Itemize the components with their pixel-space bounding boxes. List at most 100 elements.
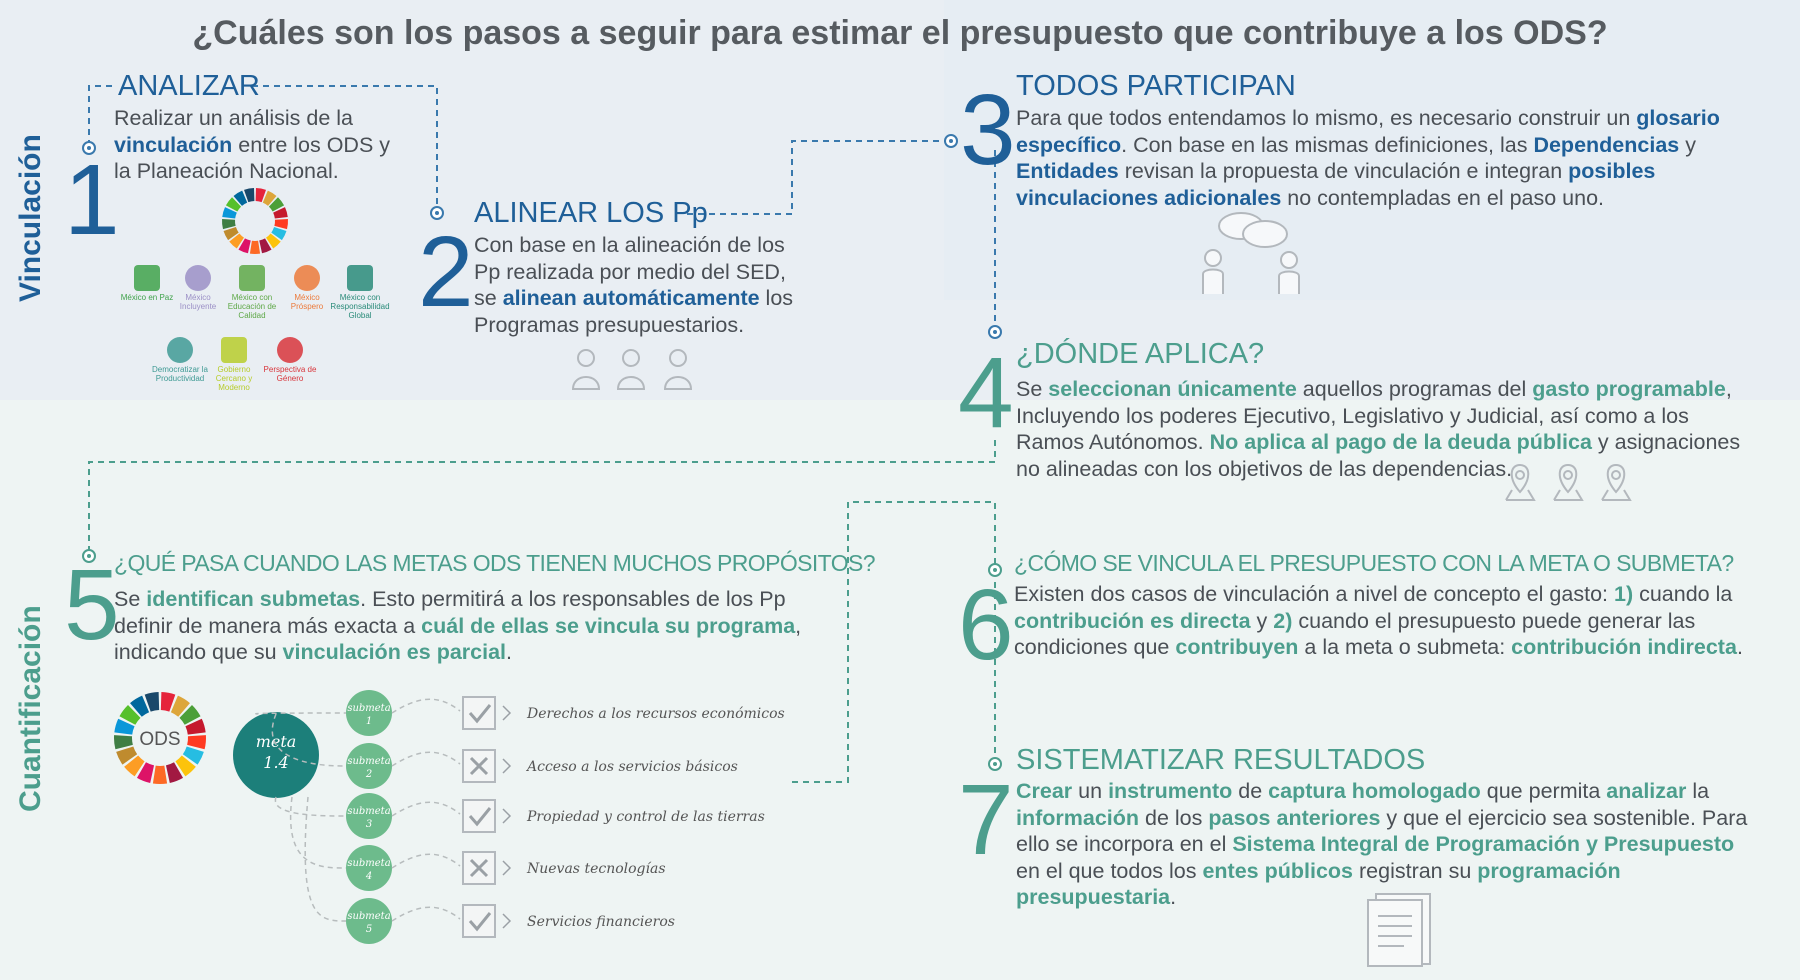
ods-wheel-segment [273, 207, 288, 219]
submeta-label: Servicios financieros [527, 914, 675, 930]
pnd-icon-5: México con Responsabilidad Global [330, 265, 390, 320]
discussion-icon [1202, 212, 1300, 294]
chevron-right-icon [502, 913, 512, 929]
checked-box-icon [462, 799, 496, 833]
ods-wheel [114, 692, 206, 784]
submeta-label: Derechos a los recursos económicos [526, 706, 785, 722]
pnd-icon-label: Perspectiva de Género [263, 365, 317, 383]
check-icon [468, 912, 492, 932]
crossed-box-icon [462, 851, 496, 885]
step3-panel [944, 0, 1800, 300]
submeta-circle [346, 845, 392, 891]
submeta-circle [346, 793, 392, 839]
ods-wheel-segment [182, 746, 204, 765]
crossed-box-icon [462, 749, 496, 783]
submeta-connector [391, 751, 461, 767]
pnd-symbol-icon [167, 337, 193, 363]
page-title: ¿Cuáles son los pasos a seguir para esti… [192, 14, 1608, 52]
submeta-link [255, 712, 347, 715]
chevron-right-icon [502, 808, 512, 824]
checked-box-icon [462, 696, 496, 730]
checked-box-icon [462, 904, 496, 938]
submeta-link [304, 796, 347, 922]
check-icon [468, 807, 492, 827]
ods-wheel-segment [114, 718, 135, 735]
submeta-number: 2 [365, 769, 372, 780]
step-7-heading: SISTEMATIZAR RESULTADOS [1016, 744, 1426, 776]
step-3-heading: TODOS PARTICIPAN [1016, 70, 1296, 102]
submeta-label: Nuevas tecnologías [526, 861, 666, 877]
pnd-icon-label: México con Responsabilidad Global [330, 293, 390, 320]
location-pins-icon [1505, 463, 1632, 501]
pnd-icon-label: México Incluyente [179, 293, 217, 311]
step-5-text: Se identifican submetas. Esto permitirá … [114, 587, 802, 664]
ods-wheel-segment [274, 218, 288, 230]
submeta-label: Propiedad y control de las tierras [526, 809, 765, 825]
pnd-symbol-icon [277, 337, 303, 363]
ods-wheel-segment [119, 704, 141, 725]
chevron-right-icon [502, 860, 512, 876]
pnd-symbol-icon [239, 265, 265, 291]
ods-wheel-segment [266, 233, 281, 249]
submeta-number: 3 [366, 819, 372, 830]
ods-wheel-segment [244, 188, 255, 203]
submeta-link [274, 796, 347, 817]
ods-wheel-segment [124, 755, 145, 777]
pnd-icon-6: Democratizar la Productividad [150, 337, 210, 383]
cross-icon [469, 756, 489, 776]
step-2-heading: ALINEAR LOS Pp [474, 197, 708, 229]
pnd-symbol-icon [347, 265, 373, 291]
pnd-icon-1: México en Paz [117, 265, 177, 302]
submeta-link [289, 796, 347, 869]
document-icon [1367, 893, 1431, 967]
ods-wheel-segment [136, 762, 155, 783]
step-1-heading: ANALIZAR [118, 70, 260, 102]
pnd-symbol-icon [185, 265, 211, 291]
submeta-word: submeta [347, 703, 390, 714]
submeta-connector [391, 906, 461, 922]
ods-wheel-segment [249, 240, 261, 254]
ods-wheel-segment [233, 190, 248, 206]
ods-wheel-segment [187, 735, 206, 750]
submeta-circle [346, 690, 392, 736]
step-1-text: Realizar un análisis de la vinculación e… [114, 106, 391, 183]
step-3-number: 3 [960, 74, 1016, 186]
ods-wheel-segment [114, 735, 133, 750]
ods-wheel-segment [271, 227, 287, 241]
step-7-text: Crear un instrumento de captura homologa… [1016, 779, 1748, 909]
pnd-icon-label: Democratizar la Productividad [151, 365, 208, 383]
pnd-icon-label: México con Educación de Calidad [227, 293, 277, 320]
ods-wheel-segment [160, 692, 176, 712]
cross-icon [469, 858, 489, 878]
ods-wheel-segment [238, 238, 251, 254]
ods-wheel-segment [144, 692, 160, 712]
ods-wheel-segment [170, 695, 190, 717]
pnd-icon-3: México con Educación de Calidad [222, 265, 282, 320]
submeta-circle [346, 898, 392, 944]
pnd-icon-4: México Próspero [277, 265, 337, 311]
pnd-icon-8: Perspectiva de Género [260, 337, 320, 383]
step-2-text: Con base en la alineación de los Pp real… [474, 233, 794, 337]
side-label-vinculacion: Vinculación [14, 134, 47, 302]
submeta-number: 4 [365, 871, 372, 882]
ods-wheel-segment [179, 704, 201, 725]
ods-wheel-segment [259, 238, 272, 254]
ods-wheel-segment [130, 695, 150, 717]
pnd-symbol-icon [134, 265, 160, 291]
step-3-text: Para que todos entendamos lo mismo, es n… [1016, 106, 1720, 210]
ods-wheel-segment [223, 227, 239, 241]
meta-label-word: meta [256, 732, 297, 751]
step-4-text: Se seleccionan únicamente aquellos progr… [1016, 377, 1741, 481]
ods-wheel-segment [225, 197, 242, 212]
step-5-number: 5 [64, 549, 120, 661]
step-1-number: 1 [64, 144, 120, 256]
meta-circle [233, 712, 319, 798]
ods-wheel-segment [255, 188, 266, 203]
chevron-right-icon [502, 758, 512, 774]
ods-label: ODS [139, 729, 180, 750]
pnd-icon-label: México en Paz [120, 293, 174, 302]
